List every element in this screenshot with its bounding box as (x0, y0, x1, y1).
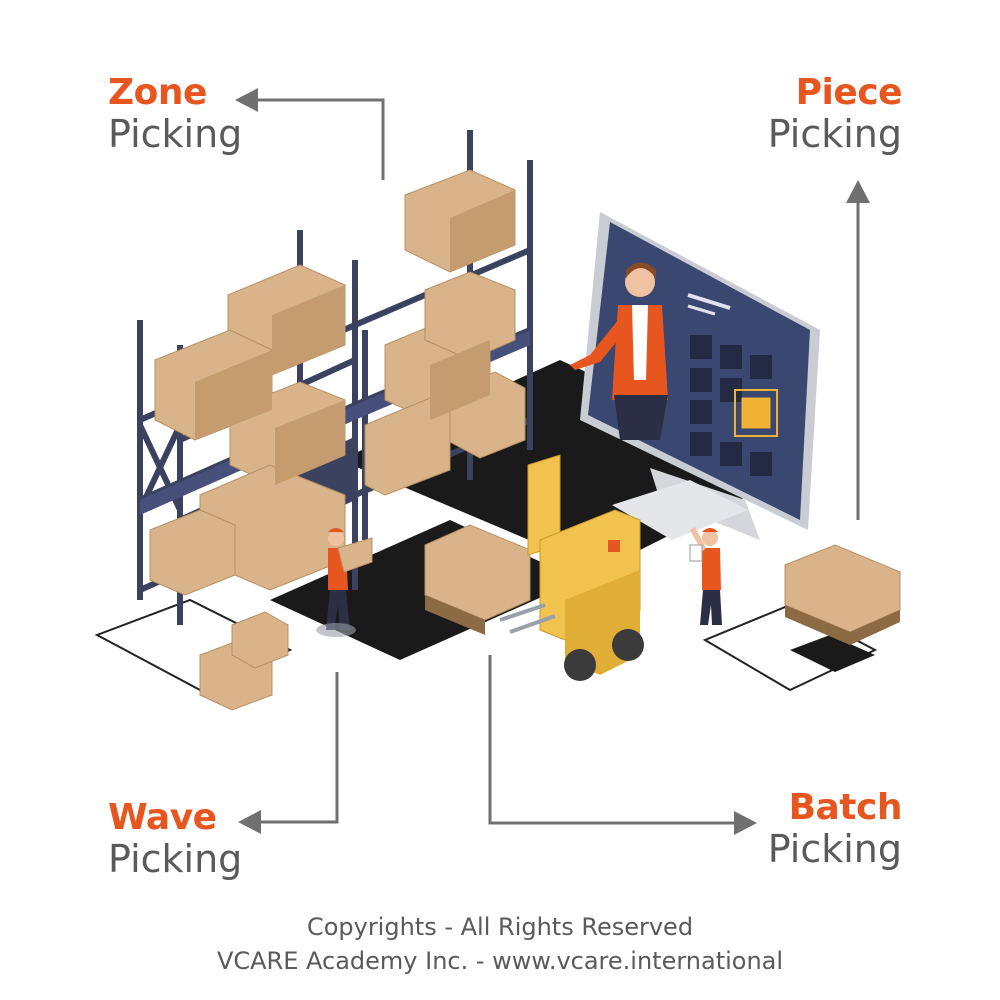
zone-arrow (235, 88, 385, 180)
copyright-footer: Copyrights - All Rights Reserved VCARE A… (0, 910, 1000, 978)
batch-picking-label: Batch Picking (767, 787, 903, 871)
wave-picking-label: Wave Picking (108, 797, 243, 881)
wave-subtitle: Picking (108, 837, 243, 881)
batch-title: Batch (788, 787, 903, 828)
company-line: VCARE Academy Inc. - www.vcare.internati… (216, 947, 784, 975)
piece-subtitle: Picking (767, 112, 902, 156)
cardboard-box-icon (149, 169, 526, 596)
wave-arrow (238, 672, 339, 834)
worker-icon-right (689, 527, 722, 625)
wave-title: Wave (108, 797, 217, 838)
operator-icon (570, 262, 668, 440)
batch-subtitle: Picking (767, 827, 902, 871)
copyright-line: Copyrights - All Rights Reserved (306, 913, 694, 941)
zone-title: Zone (108, 72, 207, 113)
piece-title: Piece (795, 72, 903, 113)
floor-zone-left (94, 598, 293, 692)
batch-arrow (488, 655, 757, 835)
floor-boxes (199, 524, 901, 711)
piece-arrow (846, 180, 870, 520)
zone-subtitle: Picking (108, 112, 243, 156)
floor-zone-right (702, 603, 878, 692)
floor-zone-right-fill (790, 635, 875, 672)
zone-picking-label: Zone Picking (108, 72, 243, 156)
forklift-icon (499, 454, 644, 681)
worker-icon (316, 528, 373, 637)
piece-picking-label: Piece Picking (767, 72, 903, 156)
